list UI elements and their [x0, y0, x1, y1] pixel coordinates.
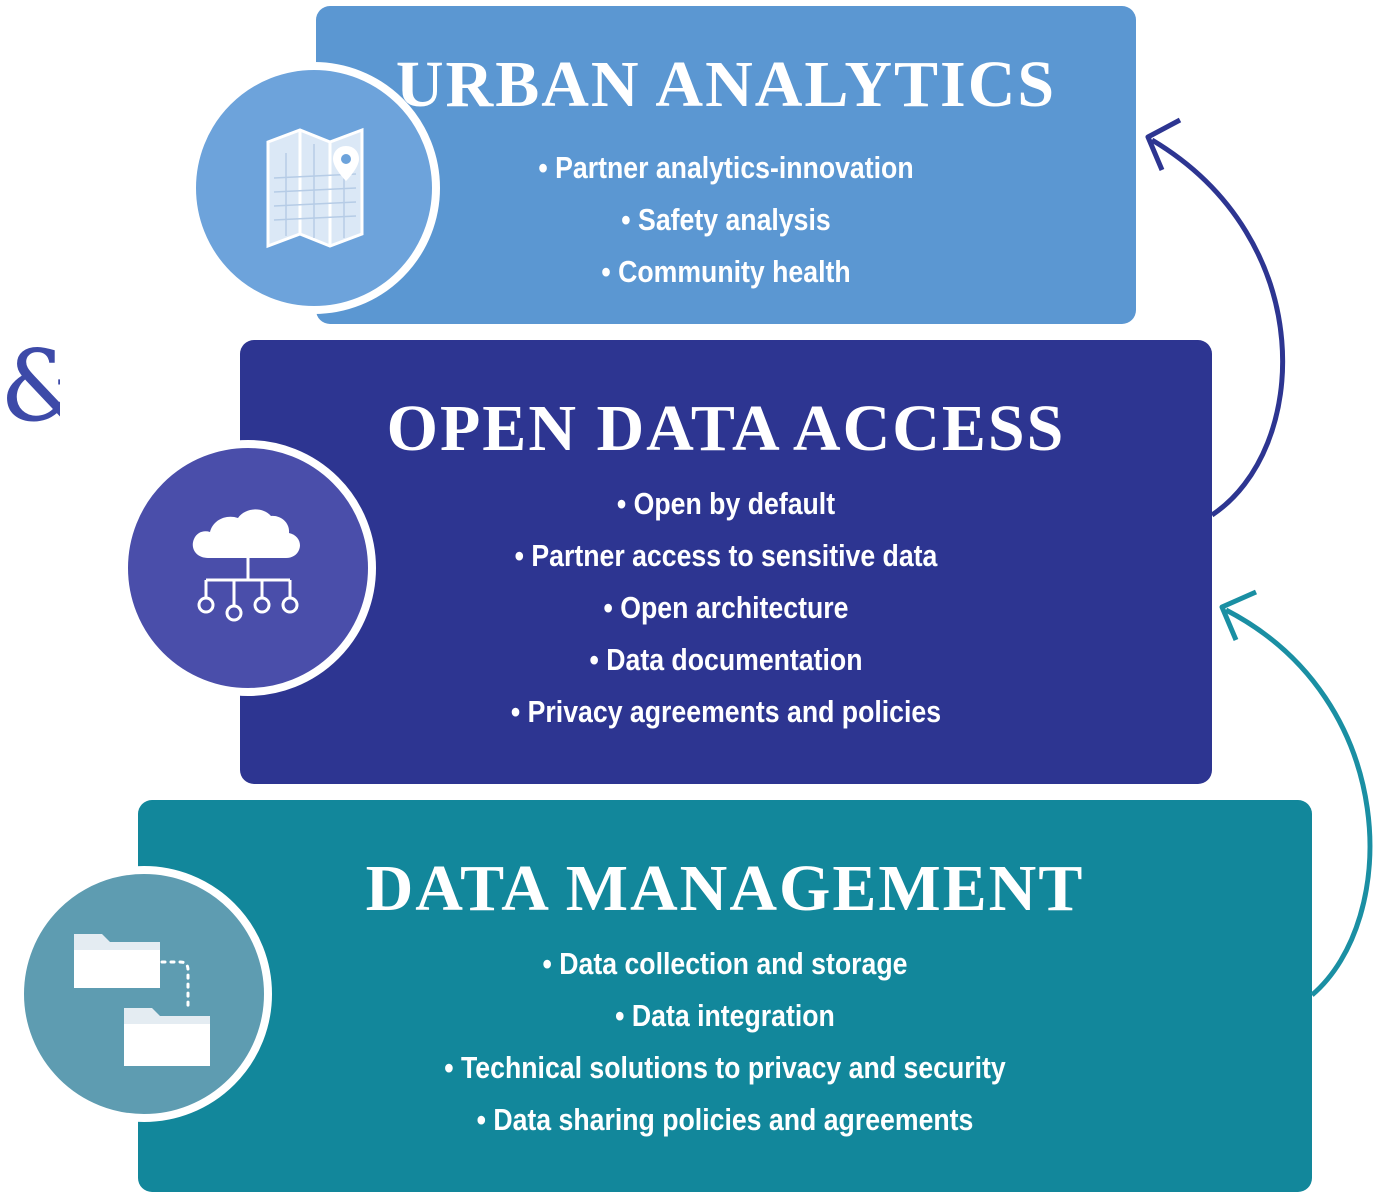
folder-transfer-icon — [16, 866, 272, 1122]
map-pin-icon — [188, 62, 440, 314]
urban-analytics-title: URBAN ANALYTICS — [395, 48, 1057, 121]
list-item: • Partner access to sensitive data — [514, 538, 938, 573]
open-data-access-list: • Open by default • Partner access to se… — [240, 488, 1212, 748]
arrow-head-bottom — [1219, 589, 1258, 641]
list-item: • Safety analysis — [621, 202, 831, 237]
urban-analytics-tier: URBAN ANALYTICS • Partner analytics-inno… — [316, 6, 1136, 324]
list-item: • Open architecture — [603, 590, 849, 625]
urban-analytics-list: • Partner analytics-innovation • Safety … — [316, 152, 1136, 308]
list-item: • Data documentation — [589, 642, 863, 677]
list-item: • Community health — [601, 254, 851, 289]
data-management-tier: DATA MANAGEMENT • Data collection and st… — [138, 800, 1312, 1192]
list-item: • Data collection and storage — [542, 946, 908, 981]
list-item: • Privacy agreements and policies — [510, 694, 942, 729]
list-item: • Technical solutions to privacy and sec… — [444, 1050, 1006, 1085]
ampersand-fragment: & — [0, 338, 60, 448]
list-item: • Open by default — [616, 486, 836, 521]
list-item: • Partner analytics-innovation — [538, 150, 914, 185]
open-data-access-title: OPEN DATA ACCESS — [386, 392, 1066, 465]
arrow-head-top — [1145, 117, 1182, 171]
data-management-list: • Data collection and storage • Data int… — [138, 948, 1312, 1156]
list-item: • Data sharing policies and agreements — [476, 1102, 974, 1137]
data-management-title: DATA MANAGEMENT — [365, 852, 1085, 925]
cloud-network-icon — [120, 440, 376, 696]
list-item: • Data integration — [615, 998, 835, 1033]
open-data-access-tier: OPEN DATA ACCESS • Open by default • Par… — [240, 340, 1212, 784]
